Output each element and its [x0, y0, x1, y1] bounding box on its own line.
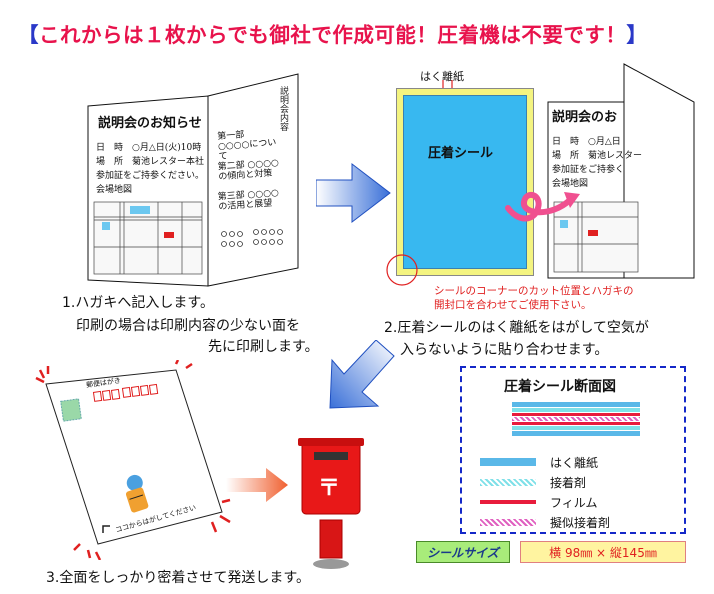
seal-size-value: 横 98㎜ × 縦145㎜ — [520, 541, 686, 563]
legend-item-film: フィルム — [480, 492, 610, 512]
content-section-1: 第一部 ○○○○について — [217, 130, 277, 163]
corner-circle-icon — [386, 254, 418, 286]
legend-item-adhesive: 接着剤 — [480, 472, 610, 492]
banner-text: これからは１枚からでも御社で作成可能！圧着機は不要です！ — [39, 23, 627, 47]
invite-line-bring: 参加証をご持参ください。 — [96, 171, 205, 181]
content-heading: 説明会内容 — [278, 86, 288, 131]
invite-title: 説明会のお知らせ — [98, 116, 202, 131]
mailbox-symbol: 〒 — [318, 476, 341, 501]
headline-banner: 【これからは１枚からでも御社で作成可能！圧着機は不要です！】 — [18, 18, 698, 52]
banner-bracket-close: 】 — [626, 23, 648, 47]
pressure-seal — [396, 88, 534, 276]
card-line-bring: 参加証をご持参く — [552, 165, 625, 175]
legend: はく離紙 接着剤 フィルム 擬似接着剤 — [480, 452, 610, 532]
arrow-right-icon — [316, 162, 391, 224]
card-outline — [547, 63, 695, 279]
card-line-place: 場 所 菊池レスター — [552, 151, 643, 161]
step2-illustration: はく離紙 圧着シール 説明会のお 日 時 ○月△日 場 所 菊池レスター 参加証… — [384, 62, 700, 314]
step1-folded-card: 説明会のお知らせ 日 時 ○月△日(火)10時 場 所 菊池レスター本社 参加証… — [84, 72, 320, 292]
banner-bracket-open: 【 — [18, 23, 39, 47]
invite-line-place: 場 所 菊池レスター本社 — [96, 157, 205, 167]
seal-size-label: シールサイズ — [416, 541, 510, 563]
legend-item-release-paper: はく離紙 — [480, 452, 610, 472]
step1-caption-3: 先に印刷します。 — [208, 339, 319, 355]
legend-item-pseudo-adhesive: 擬似接着剤 — [480, 512, 610, 532]
step3-postcard: 郵便はがき ココからはがしてください — [26, 360, 232, 570]
arrow-to-mailbox-icon — [226, 468, 288, 502]
release-paper-label: はく離紙 — [420, 70, 464, 83]
layer-stack — [512, 402, 640, 436]
stamp-icon — [60, 398, 82, 422]
corner-note-2: 開封口を合わせてご使用下さい。 — [434, 299, 592, 311]
peel-arrow-icon — [505, 191, 580, 222]
step1-caption-1: 1.ハガキへ記入します。 — [62, 295, 214, 311]
map-icon — [93, 201, 203, 275]
step3-caption: 3.全面をしっかり密着させて発送します。 — [46, 570, 310, 586]
arrow-down-left-icon — [329, 340, 395, 409]
folded-card-outline — [87, 73, 299, 287]
step1-caption-2: 印刷の場合は印刷内容の少ない面を — [76, 318, 300, 334]
card-line-date: 日 時 ○月△日 — [552, 137, 621, 147]
card-line-map: 会場地図 — [552, 179, 589, 189]
step2-caption-1: 2.圧着シールのはく離紙をはがして空気が — [384, 320, 649, 336]
cross-section-title: 圧着シール断面図 — [504, 379, 616, 395]
invite-line-date: 日 時 ○月△日(火)10時 — [96, 143, 202, 153]
character-icon — [125, 474, 149, 513]
invite-line-map: 会場地図 — [96, 185, 133, 195]
mailbox-icon: 〒 — [298, 436, 364, 572]
seat-circles — [221, 229, 283, 247]
step2-caption-2: 入らないように貼り合わせます。 — [400, 342, 609, 358]
seal-label: 圧着シール — [428, 146, 494, 161]
corner-note-1: シールのコーナーのカット位置とハガキの — [434, 285, 634, 297]
card-title: 説明会のお — [552, 110, 618, 125]
cross-section-panel: 圧着シール断面図 はく離紙 接着剤 フィルム 擬似接着剤 — [460, 366, 686, 534]
open-arrow-icon — [102, 525, 110, 533]
postcard-outline — [35, 360, 231, 560]
